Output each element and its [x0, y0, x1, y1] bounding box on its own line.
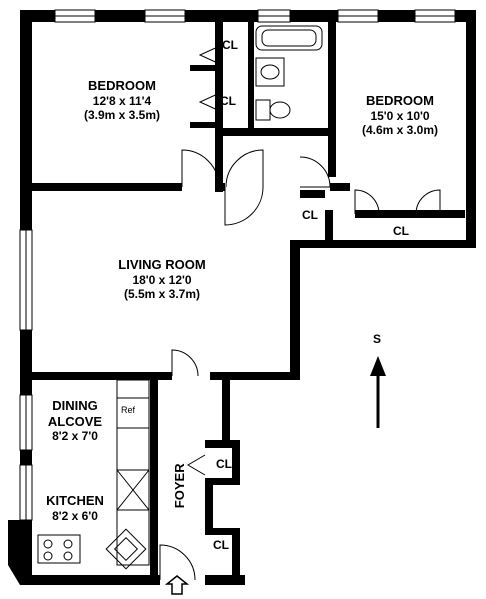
interior-walls [32, 22, 465, 585]
closet-label-4: CL [393, 224, 409, 238]
living-room-dim-metric: (5.5m x 3.7m) [123, 286, 201, 301]
doors [159, 44, 441, 581]
kitchen-name: KITCHEN [46, 493, 104, 508]
windows [19, 9, 456, 521]
bedroom-left-dim-imperial: 12'8 x 11'4 [92, 93, 152, 108]
bedroom-right-dim-metric: (4.6m x 3.0m) [361, 122, 439, 137]
refrigerator-label: Ref [121, 405, 136, 415]
bedroom-left-dim-metric: (3.9m x 3.5m) [83, 107, 161, 122]
closet-label-5: CL [216, 457, 232, 471]
dining-alcove-name-2: ALCOVE [47, 413, 103, 429]
bedroom-left-name: BEDROOM [88, 78, 156, 93]
foyer-label: FOYER [172, 463, 188, 509]
kitchen-label: KITCHEN 8'2 x 6'0 [40, 493, 110, 523]
entry-arrow [164, 575, 190, 595]
bathroom-fixtures [255, 25, 323, 121]
bedroom-right-label: BEDROOM 15'0 x 10'0 (4.6m x 3.0m) [345, 93, 455, 137]
bedroom-left-label: BEDROOM 12'8 x 11'4 (3.9m x 3.5m) [62, 78, 182, 122]
closet-label-2: CL [220, 94, 236, 108]
living-room-dim-imperial: 18'0 x 12'0 [132, 272, 192, 287]
closet-label-3: CL [302, 208, 318, 222]
north-arrow [370, 356, 386, 428]
living-room-label: LIVING ROOM 18'0 x 12'0 (5.5m x 3.7m) [102, 257, 222, 301]
dining-alcove-name-1: DINING [52, 398, 98, 413]
compass-label: S [373, 332, 382, 346]
kitchen-dim: 8'2 x 6'0 [52, 508, 98, 523]
closet-label-6: CL [213, 538, 229, 552]
kitchen-fixtures [37, 379, 150, 570]
bedroom-right-dim-imperial: 15'0 x 10'0 [370, 108, 430, 123]
dining-alcove-label: DINING ALCOVE 8'2 x 7'0 [40, 398, 110, 444]
bedroom-right-name: BEDROOM [366, 93, 434, 108]
living-room-name: LIVING ROOM [118, 257, 206, 272]
dining-alcove-dim: 8'2 x 7'0 [52, 429, 98, 444]
closet-label-1: CL [222, 38, 238, 52]
